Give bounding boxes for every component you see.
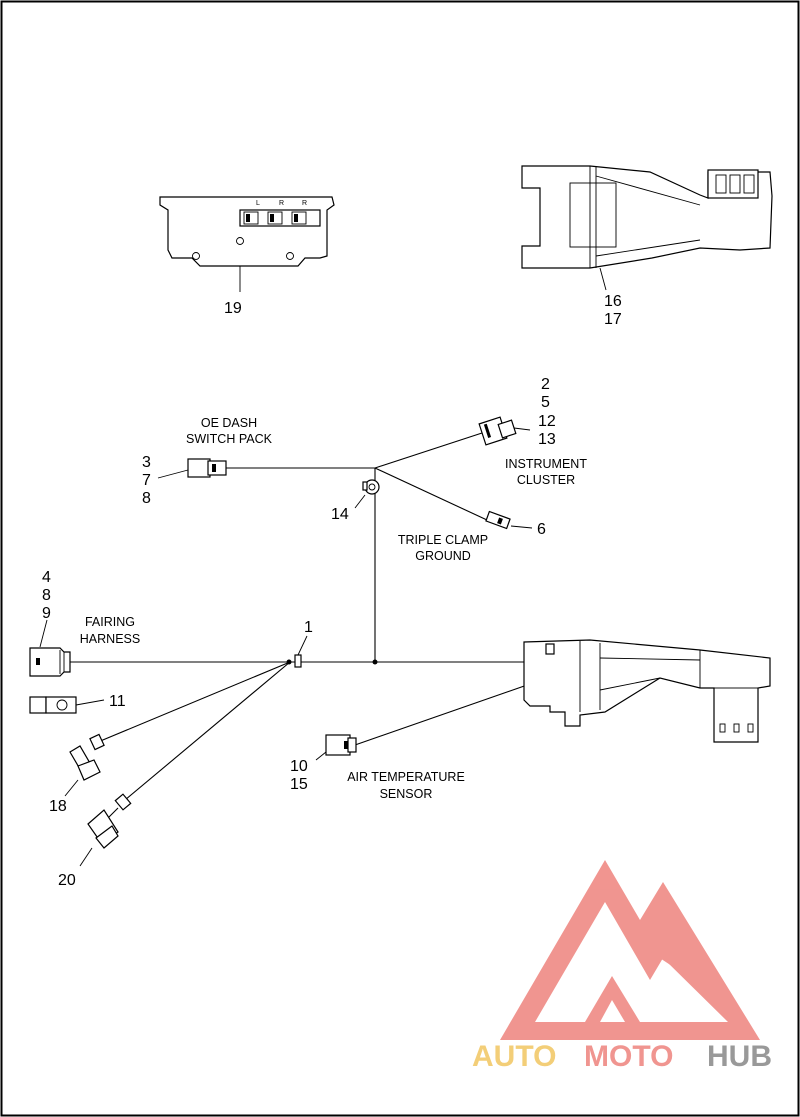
harness-clip-1 — [294, 635, 308, 668]
callout-14: 14 — [331, 506, 349, 523]
switch-pack-bracket-19: L R R — [159, 196, 335, 292]
callout-3: 3 — [142, 454, 151, 471]
switch-letter-2: R — [279, 200, 284, 207]
caption-triple-clamp-line2: GROUND — [415, 549, 471, 563]
switch-pack-connector — [157, 458, 227, 479]
callout-20: 20 — [58, 872, 76, 889]
callout-5: 5 — [541, 394, 550, 411]
terminal-11 — [29, 696, 105, 714]
callout-18: 18 — [49, 798, 67, 815]
callout-10: 10 — [290, 758, 308, 775]
callout-11: 11 — [109, 693, 126, 710]
callout-6: 6 — [537, 521, 546, 538]
connector-20 — [79, 793, 132, 867]
lower-harness-bracket — [523, 639, 771, 743]
switch-letter-1: L — [256, 200, 260, 207]
watermark-text-moto: MOTO — [584, 1040, 673, 1073]
harness-bracket-16-17 — [521, 165, 773, 291]
switch-letter-3: R — [302, 200, 307, 207]
caption-oe-dash-line1: OE DASH — [201, 416, 257, 430]
callout-2: 2 — [541, 376, 550, 393]
caption-fairing-line2: HARNESS — [80, 632, 140, 646]
callout-9: 9 — [42, 605, 51, 622]
instrument-cluster-connector — [478, 416, 531, 446]
watermark-triangle-logo — [500, 860, 760, 1040]
callout-12: 12 — [538, 413, 556, 430]
callout-7: 7 — [142, 472, 151, 489]
caption-instrument-line1: INSTRUMENT — [505, 457, 587, 471]
caption-triple-clamp-line1: TRIPLE CLAMP — [398, 533, 488, 547]
callout-16: 16 — [604, 293, 622, 310]
callout-17: 17 — [604, 311, 622, 328]
callout-8-fairing: 8 — [42, 587, 51, 604]
connector-18 — [64, 733, 105, 797]
triple-clamp-ground-connector — [485, 510, 533, 530]
callout-19: 19 — [224, 300, 242, 317]
grommet-14 — [354, 479, 380, 509]
air-temperature-sensor — [315, 734, 357, 761]
caption-instrument-line2: CLUSTER — [517, 473, 575, 487]
caption-air-temp-line2: SENSOR — [380, 787, 433, 801]
automotohub-watermark: AUTO MOTO HUB — [472, 860, 772, 1073]
captions: OE DASH SWITCH PACK INSTRUMENT CLUSTER T… — [80, 416, 588, 801]
callout-13: 13 — [538, 431, 556, 448]
fairing-harness-connector — [29, 619, 71, 677]
callout-1: 1 — [304, 619, 313, 636]
callout-labels: 19 16 17 2 5 12 13 3 7 8 14 6 4 8 9 1 11… — [42, 293, 622, 889]
callout-8-switch: 8 — [142, 490, 151, 507]
wiring-harness — [70, 432, 531, 801]
callout-4: 4 — [42, 569, 51, 586]
watermark-text-hub: HUB — [707, 1040, 772, 1073]
caption-fairing-line1: FAIRING — [85, 615, 135, 629]
caption-oe-dash-line2: SWITCH PACK — [186, 432, 273, 446]
watermark-text-auto: AUTO — [472, 1040, 556, 1073]
callout-15: 15 — [290, 776, 308, 793]
caption-air-temp-line1: AIR TEMPERATURE — [347, 770, 465, 784]
